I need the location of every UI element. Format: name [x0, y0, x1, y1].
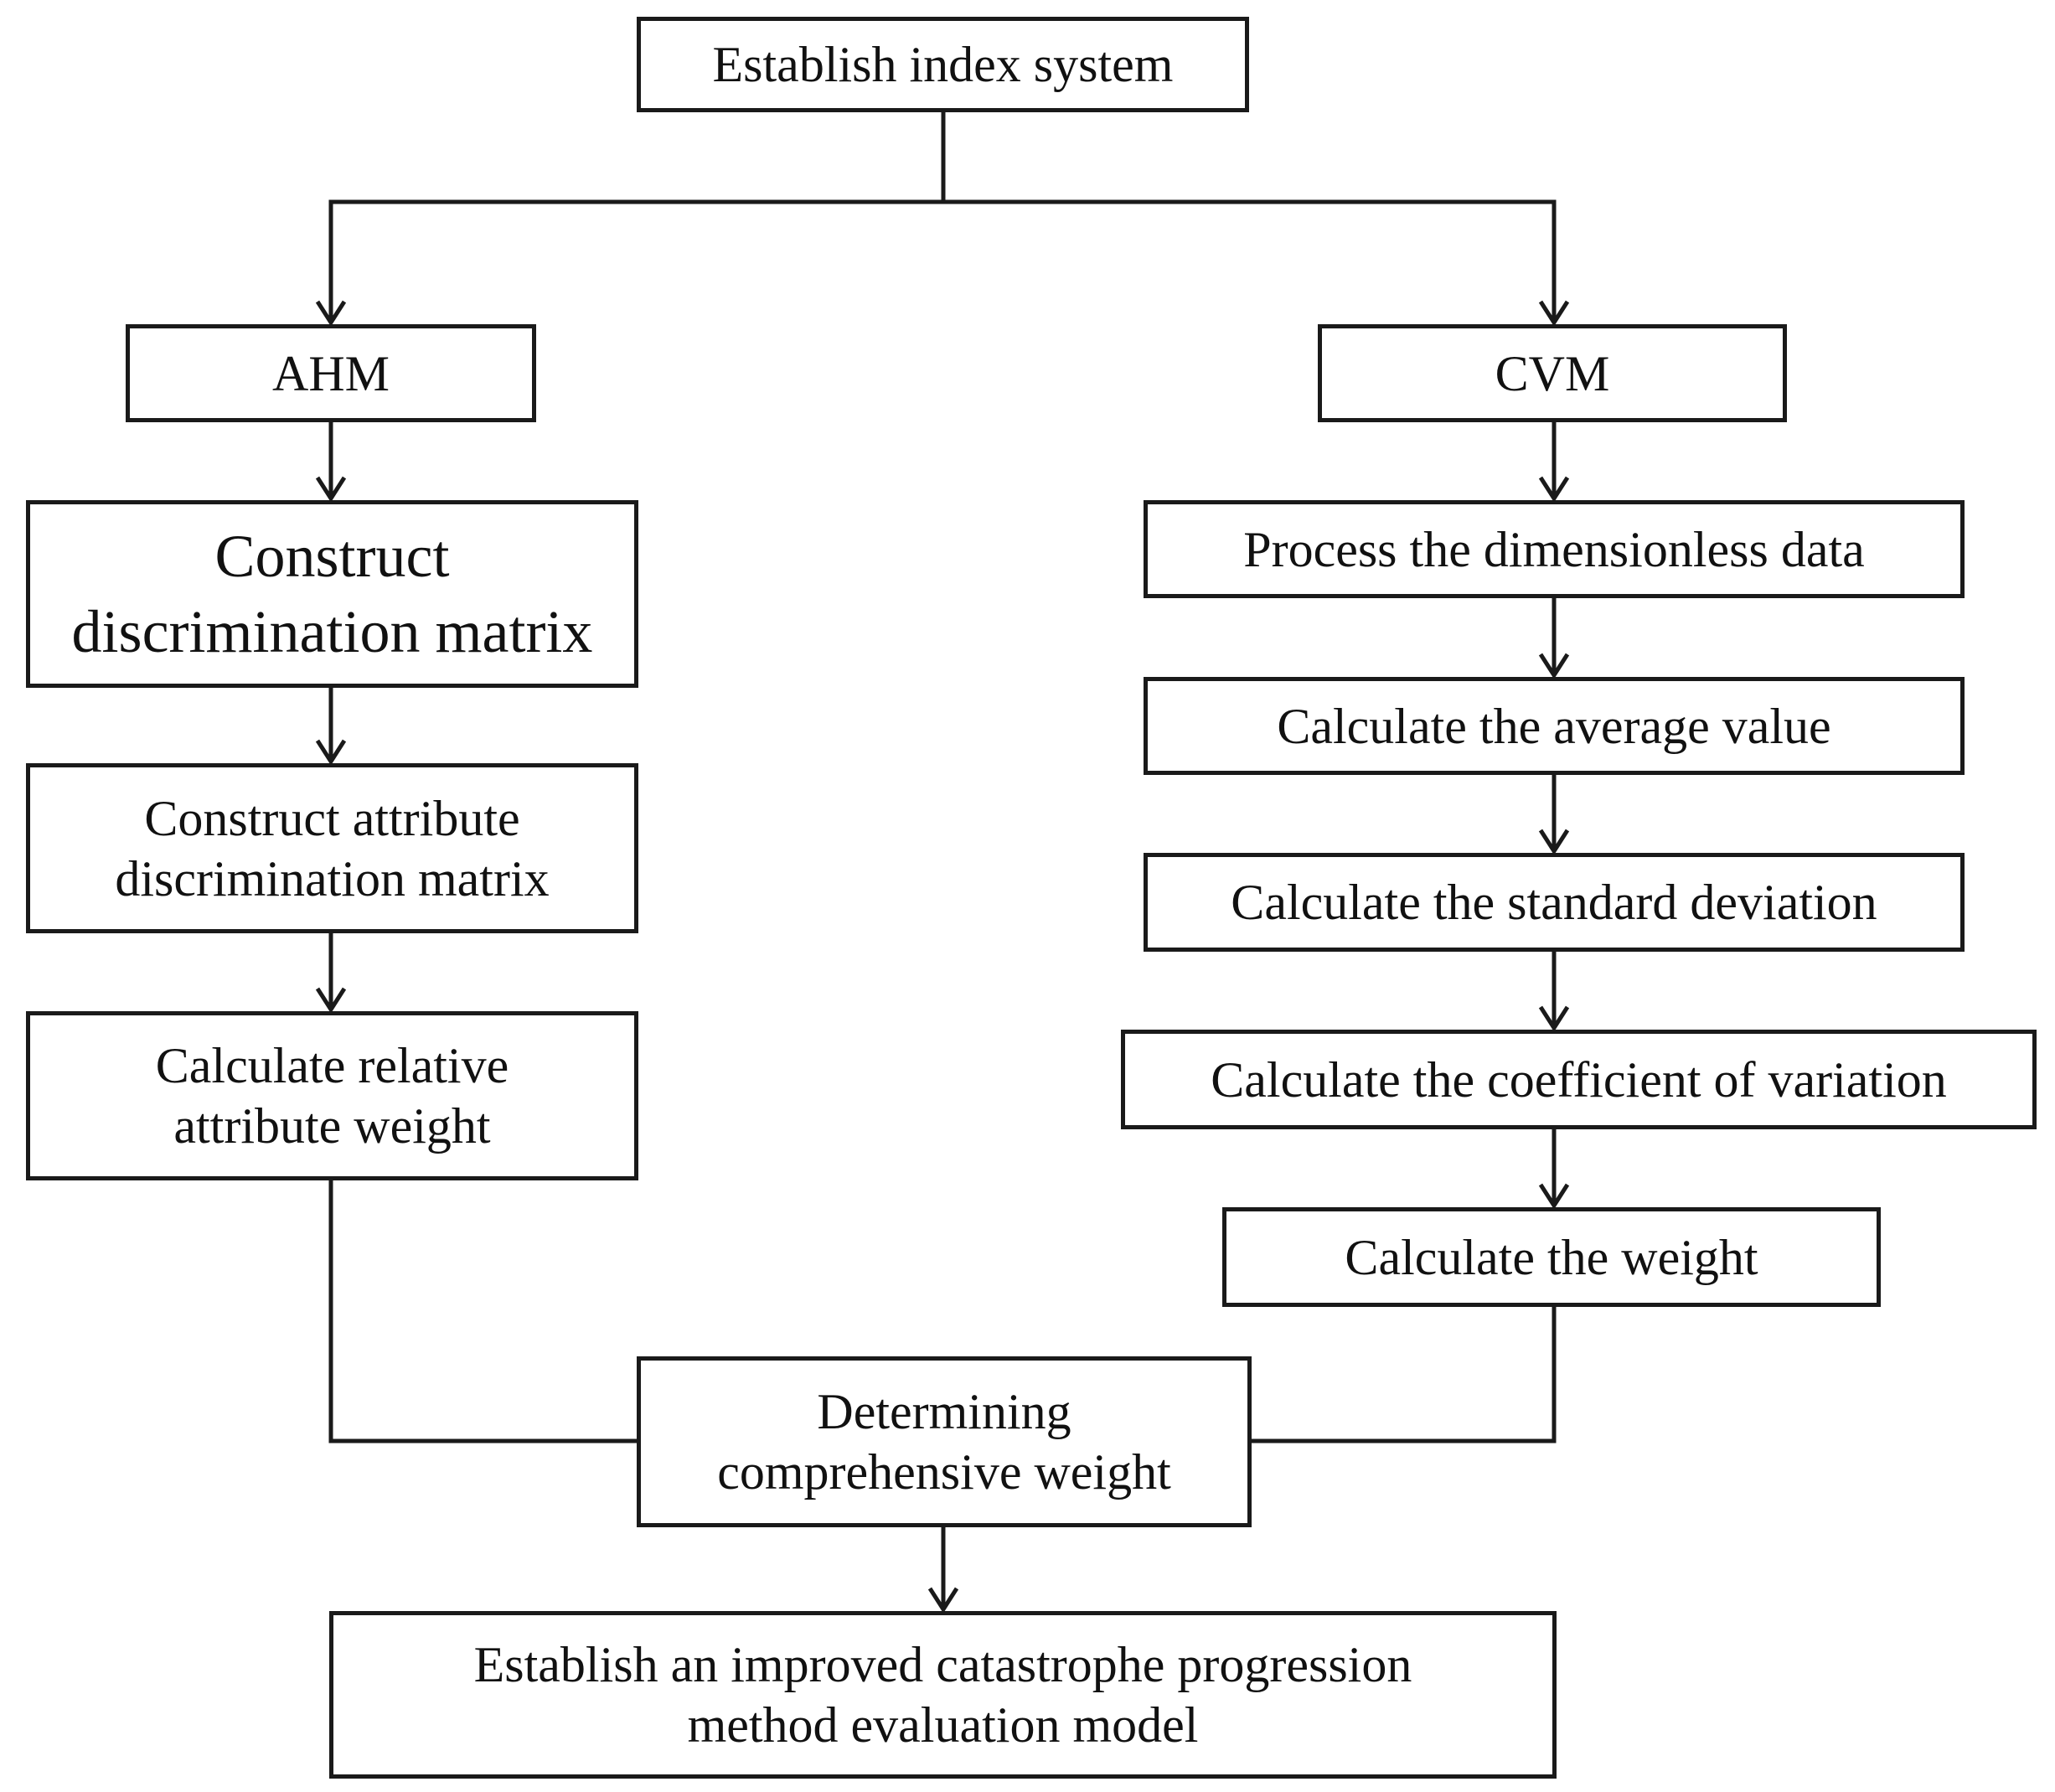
arrowhead: [315, 987, 347, 1014]
box-label-line: attribute weight: [173, 1098, 491, 1154]
box-label-line: Construct attribute: [144, 790, 520, 846]
box-label: Establish index system: [712, 37, 1174, 92]
box-label-line: Establish an improved catastrophe progre…: [473, 1637, 1412, 1692]
process-dimensionless-data-box: Process the dimensionless data: [1144, 500, 1965, 598]
calculate-relative-attribute-weight-box: Calculate relative attribute weight: [26, 1011, 638, 1180]
calculate-coefficient-of-variation-box: Calculate the coefficient of variation: [1121, 1030, 2037, 1129]
calculate-average-value-box: Calculate the average value: [1144, 677, 1965, 775]
calculate-standard-deviation-box: Calculate the standard deviation: [1144, 853, 1965, 952]
box-label-line: comprehensive weight: [717, 1444, 1171, 1500]
box-label-line: Determining: [817, 1384, 1071, 1439]
arrowhead: [1538, 653, 1570, 679]
arrowhead: [927, 1587, 959, 1614]
box-label: Calculate the weight: [1345, 1229, 1758, 1285]
construct-attribute-discrimination-matrix-box: Construct attribute discrimination matri…: [26, 763, 638, 933]
box-label-line: Construct: [214, 523, 450, 590]
box-label: CVM: [1495, 345, 1610, 401]
arrowhead: [315, 300, 347, 327]
arrowhead: [1538, 476, 1570, 503]
arrowhead: [315, 739, 347, 766]
establish-index-system-box: Establish index system: [637, 17, 1249, 112]
arrowhead: [1538, 829, 1570, 855]
arrowhead: [1538, 300, 1570, 327]
box-label-line: Calculate relative: [155, 1038, 509, 1093]
cvm-box: CVM: [1318, 324, 1787, 422]
improved-catastrophe-model-box: Establish an improved catastrophe progre…: [329, 1611, 1557, 1779]
arrowhead: [1538, 1005, 1570, 1032]
box-label: AHM: [271, 345, 390, 401]
box-label-line: discrimination matrix: [115, 850, 550, 906]
ahm-box: AHM: [126, 324, 536, 422]
box-label: Process the dimensionless data: [1243, 521, 1865, 577]
arrowhead: [315, 476, 347, 503]
arrowhead: [1538, 1183, 1570, 1210]
box-label: Calculate the standard deviation: [1231, 875, 1877, 930]
box-label: Calculate the average value: [1277, 698, 1831, 754]
construct-discrimination-matrix-box: Construct discrimination matrix: [26, 500, 638, 688]
box-label: Calculate the coefficient of variation: [1211, 1051, 1947, 1108]
box-label-line: method evaluation model: [687, 1697, 1199, 1753]
box-label-line: discrimination matrix: [71, 598, 593, 665]
determining-comprehensive-weight-box: Determining comprehensive weight: [637, 1356, 1252, 1527]
calculate-weight-box: Calculate the weight: [1222, 1207, 1881, 1307]
